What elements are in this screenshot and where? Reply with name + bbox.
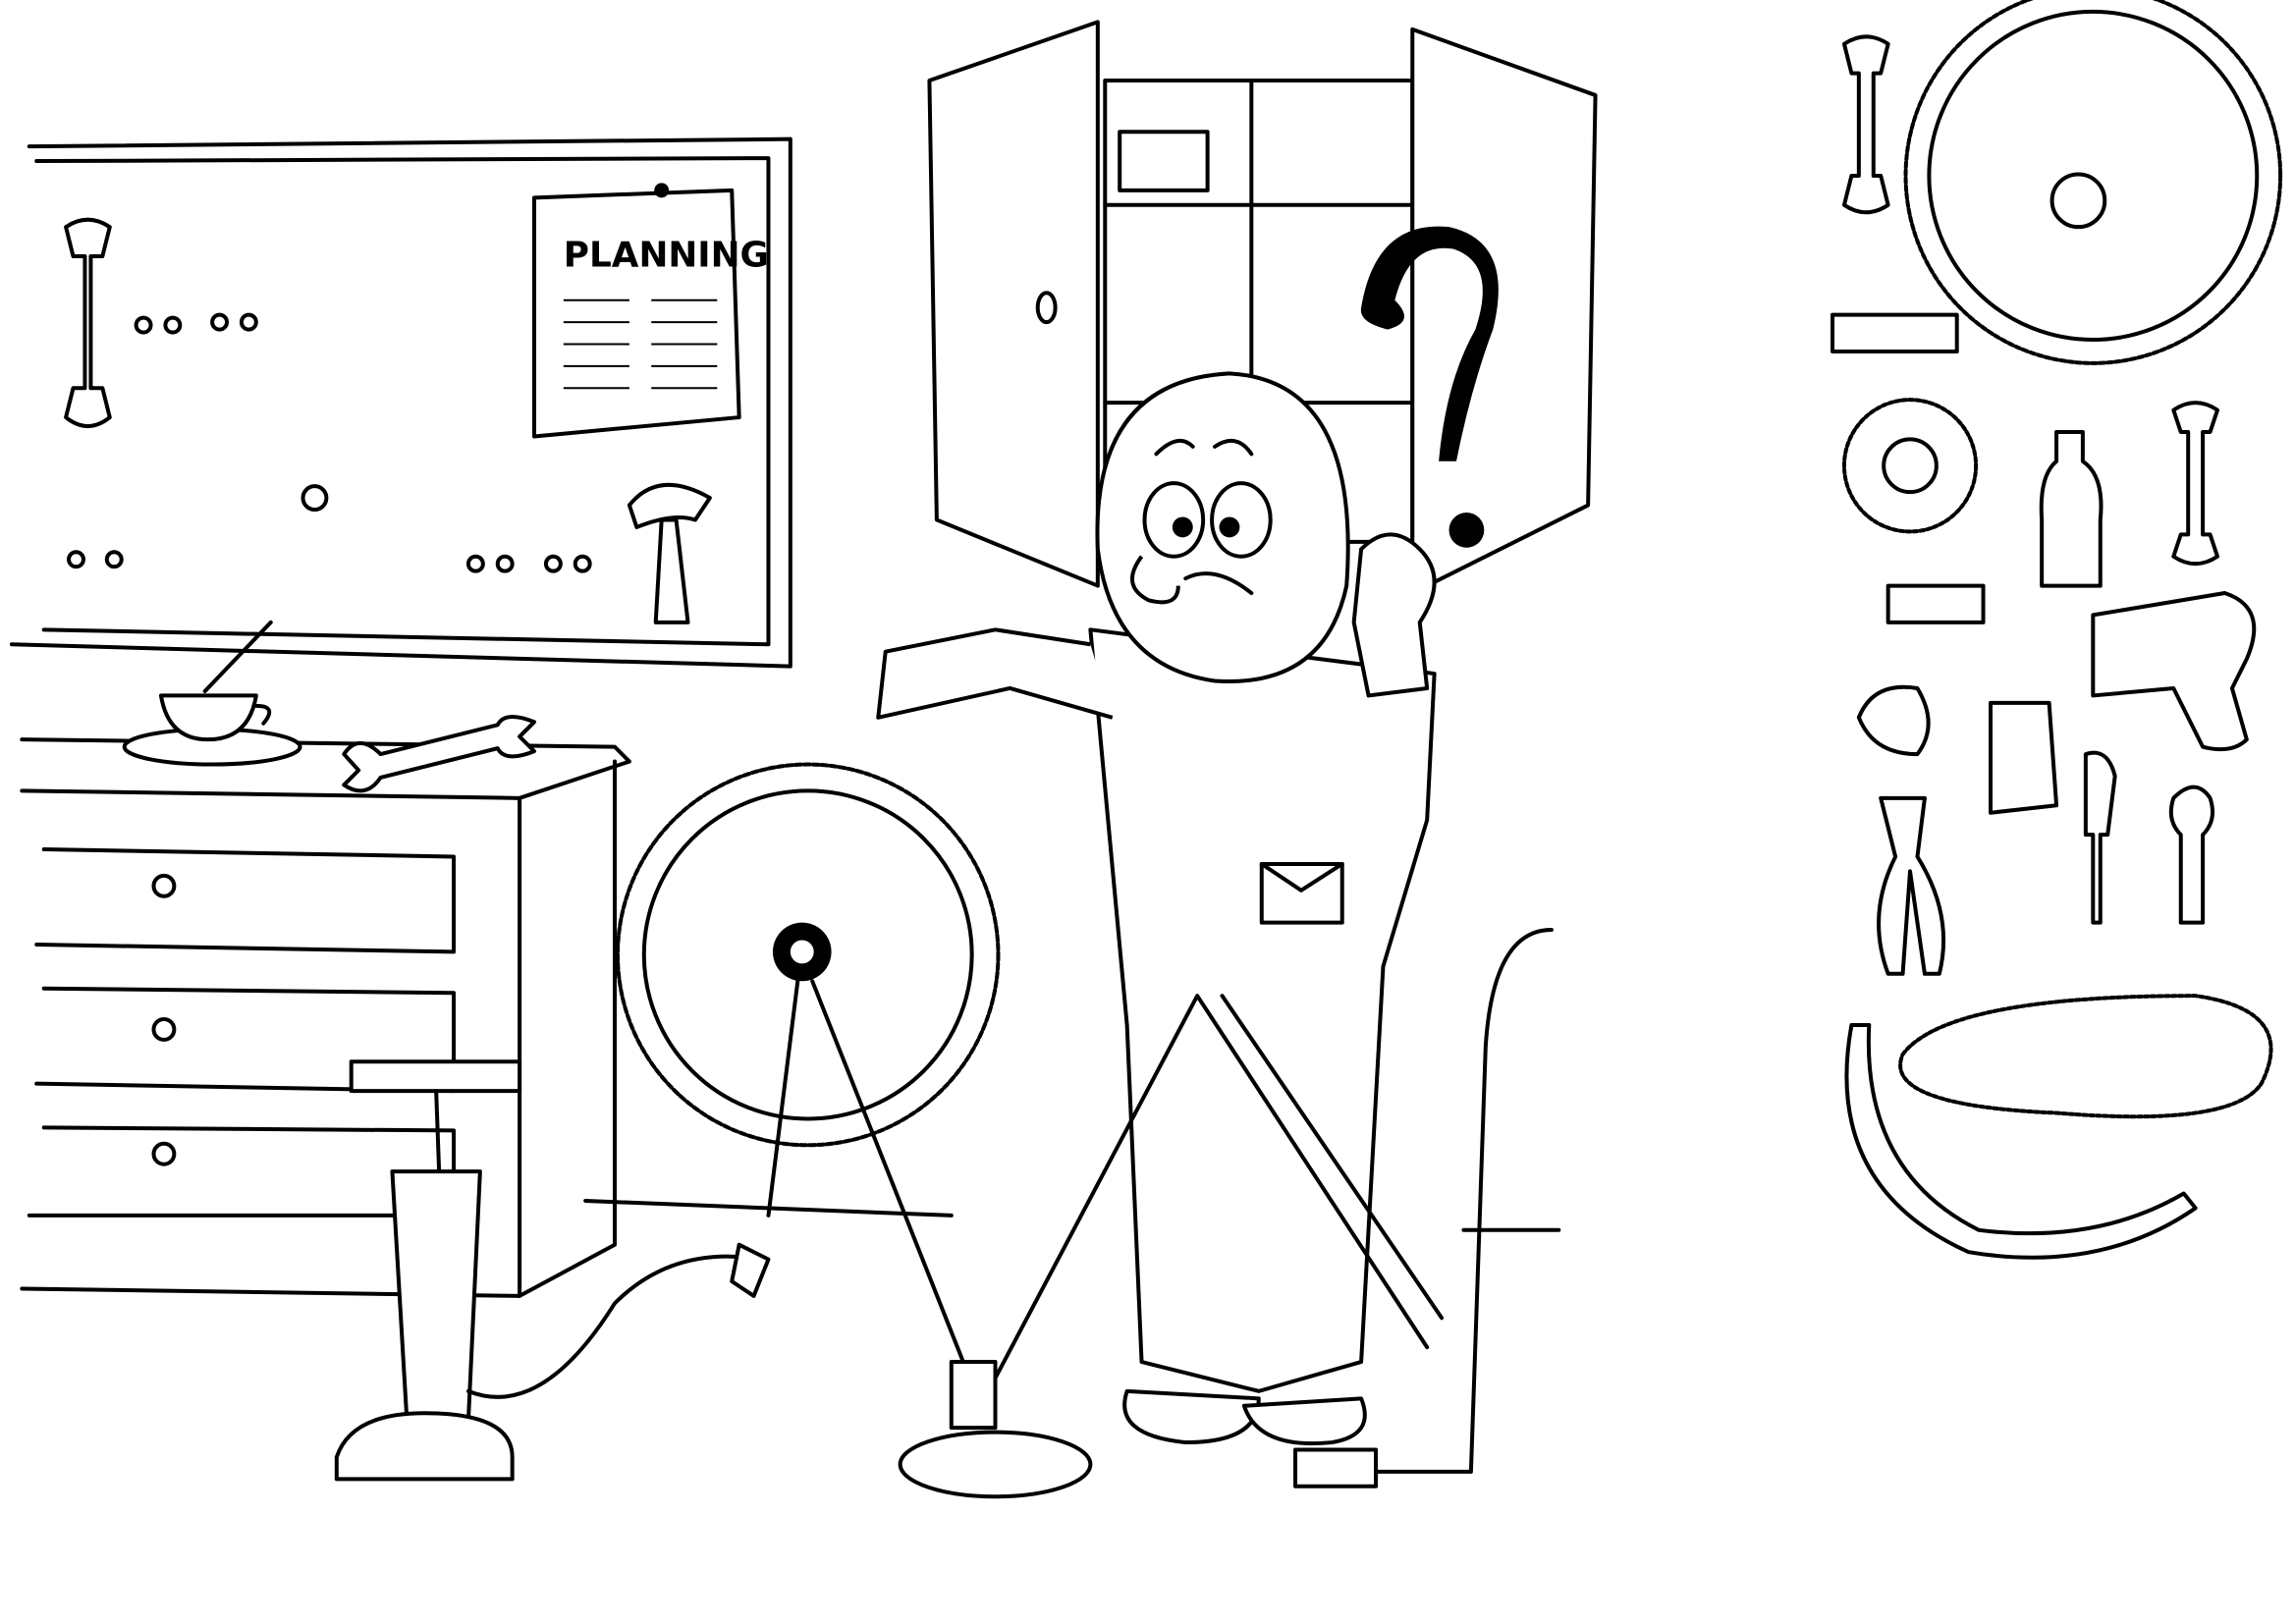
- bottle-icon: [2042, 432, 2102, 586]
- mechanic: [878, 373, 1434, 1443]
- bike-pedal: [1295, 1450, 1376, 1487]
- bicycle-frame: [585, 930, 1558, 1496]
- planning-poster: PLANNING: [534, 183, 769, 436]
- spray-can-icon: [1991, 703, 2056, 813]
- bike-light-icon: [1859, 687, 1929, 754]
- planning-poster-title: PLANNING: [564, 235, 769, 275]
- saw-icon: [1832, 315, 1984, 623]
- coffee-cup: [125, 623, 301, 765]
- screwdriver-icon: [2086, 753, 2115, 923]
- pliers-icon: [1879, 798, 1943, 974]
- wrench-on-dresser: [344, 717, 534, 790]
- question-mark: [1360, 226, 1499, 461]
- question-mark-dot: [1448, 513, 1485, 548]
- wrench-icon: [1844, 36, 1888, 212]
- drill-icon: [2093, 593, 2254, 749]
- pegboard-holes: [69, 315, 590, 571]
- bike-chain-icon: [1900, 996, 2270, 1116]
- spoke-key-icon: [2171, 787, 2213, 923]
- small-wrench-icon: [2173, 403, 2217, 564]
- floor-pump: [337, 1061, 769, 1479]
- spare-wheel: [1906, 0, 2281, 363]
- tool-panel: [1832, 0, 2280, 1258]
- wrench-on-board: [66, 220, 110, 426]
- pegboard: PLANNING: [12, 139, 791, 667]
- bike-saddle: [901, 1433, 1091, 1497]
- dresser: [22, 623, 629, 1296]
- tire-icon: [1846, 1025, 2195, 1258]
- hammer-on-board: [629, 485, 710, 623]
- bicycle-wheel: [618, 765, 999, 1146]
